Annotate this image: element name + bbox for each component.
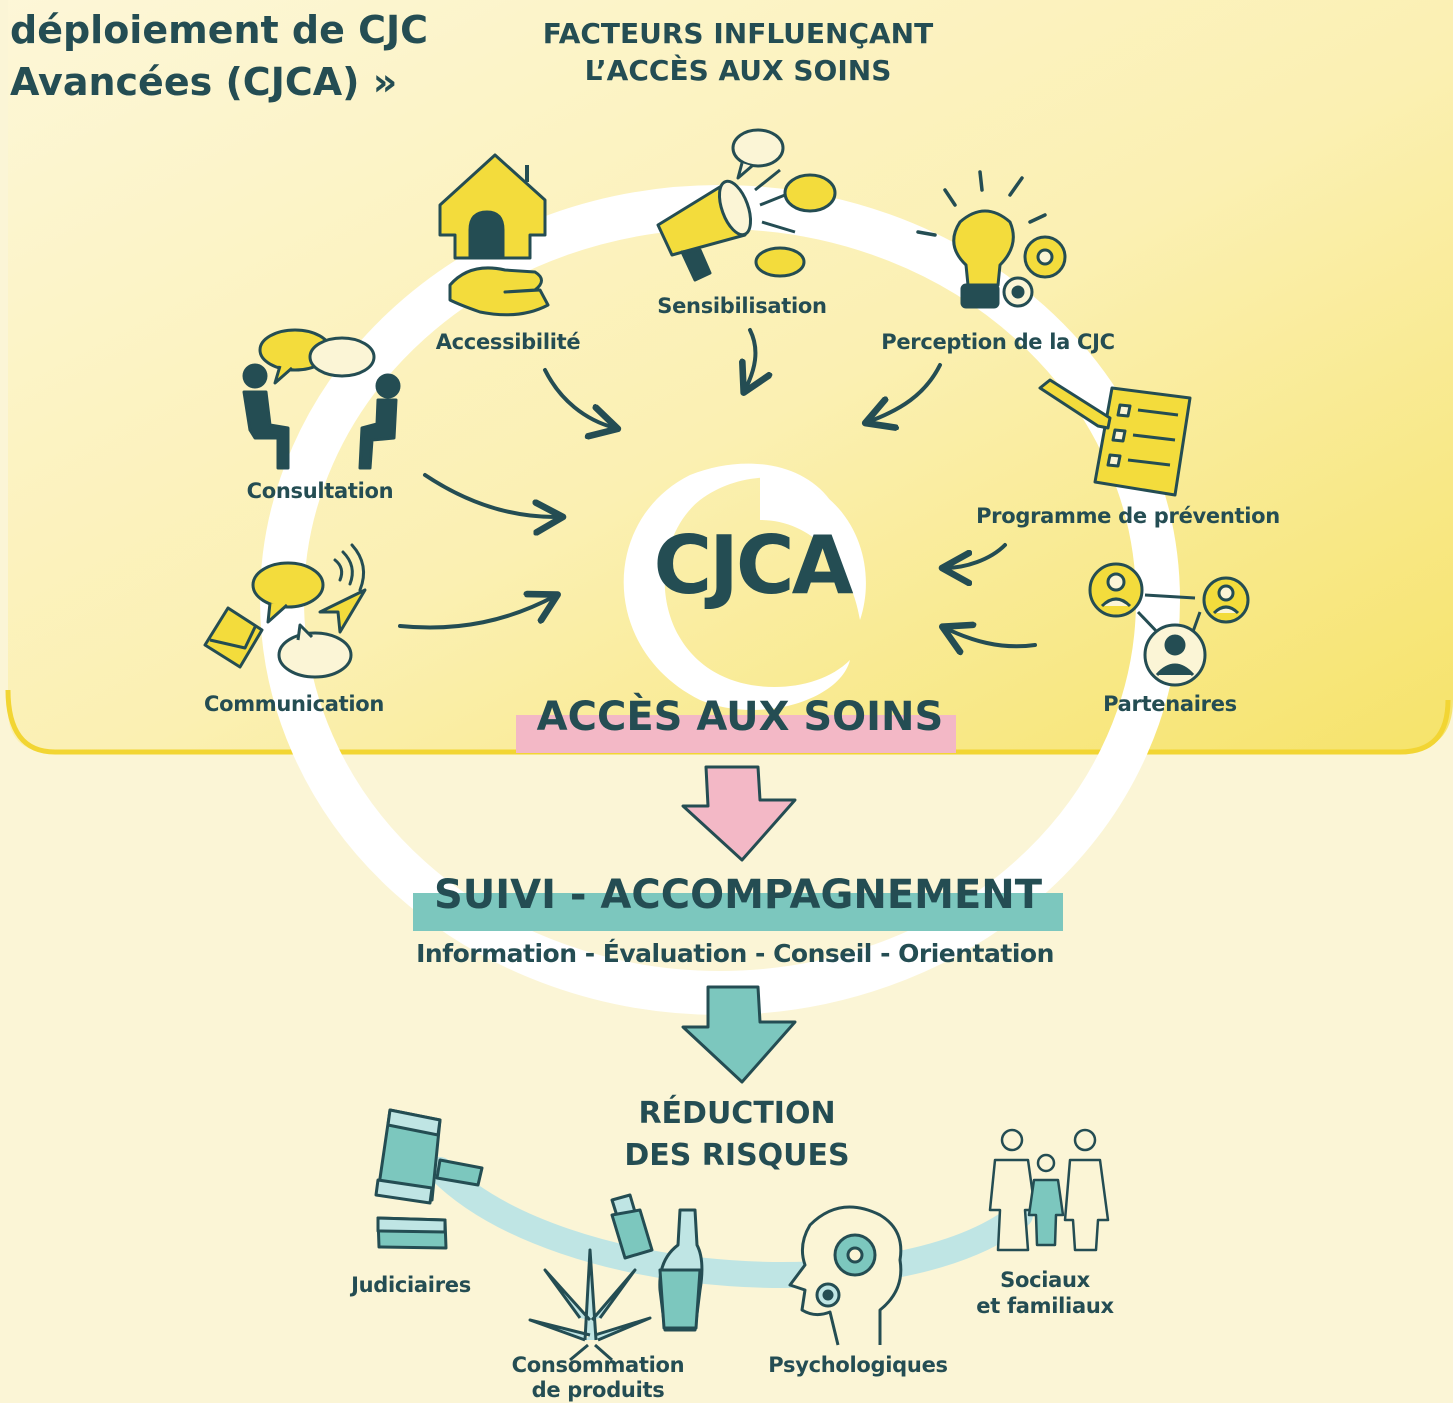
suivi-band	[413, 893, 1063, 931]
arrow-perception	[868, 363, 942, 422]
reduction-line2: DES RISQUES	[624, 1138, 850, 1173]
reduction-line1: RÉDUCTION	[638, 1096, 836, 1131]
house-hand-icon	[438, 153, 550, 317]
factors-title-line2: L’ACCÈS AUX SOINS	[584, 54, 892, 87]
lightbulb-gears-icon	[916, 170, 1067, 309]
label-consommation-2: de produits	[531, 1378, 665, 1402]
arrow-partenaires	[945, 628, 1037, 646]
center-swirl	[623, 463, 866, 711]
cannabis-bottle-icon	[528, 1193, 704, 1362]
header-title-line1: déploiement de CJC	[10, 8, 429, 52]
access-label: ACCÈS AUX SOINS	[536, 694, 944, 740]
teal-down-arrow	[681, 985, 797, 1084]
communication-icon	[203, 543, 367, 679]
arrow-sensibilisation	[745, 328, 755, 390]
factors-title-line1: FACTEURS INFLUENÇANT	[542, 17, 934, 50]
consultation-icon	[242, 328, 401, 470]
header-title-line2: Avancées (CJCA) »	[10, 60, 398, 104]
label-judiciaires: Judiciaires	[351, 1273, 471, 1297]
factors-panel	[8, 0, 1453, 752]
head-gears-icon	[788, 1205, 903, 1346]
arrow-accessibilite	[543, 368, 615, 428]
pink-down-arrow	[681, 765, 797, 862]
label-sensibilisation: Sensibilisation	[657, 294, 827, 318]
arrow-consultation	[423, 473, 560, 517]
influence-arrows	[398, 328, 1037, 646]
gavel-icon	[374, 1108, 484, 1250]
label-communication: Communication	[203, 692, 385, 716]
partners-network-icon	[1088, 562, 1250, 687]
label-perception: Perception de la CJC	[881, 330, 1115, 354]
label-consommation-1: Consommation	[511, 1353, 685, 1377]
arrow-programme	[945, 543, 1007, 568]
label-psychologiques: Psychologiques	[768, 1353, 948, 1377]
suivi-sub: Information - Évaluation - Conseil - Ori…	[416, 939, 1054, 968]
label-consultation: Consultation	[246, 479, 394, 503]
label-sociaux-2: et familiaux	[976, 1294, 1114, 1318]
center-label: CJCA	[653, 519, 853, 612]
label-partenaires: Partenaires	[1103, 692, 1237, 716]
label-accessibilite: Accessibilité	[435, 330, 581, 354]
checklist-pencil-icon	[1038, 378, 1192, 497]
risks-arc	[427, 1157, 1033, 1288]
suivi-label: SUIVI - ACCOMPAGNEMENT	[433, 872, 1043, 918]
arrow-communication	[398, 596, 555, 630]
label-programme: Programme de prévention	[976, 504, 1280, 528]
label-sociaux-1: Sociaux	[1000, 1268, 1090, 1292]
access-band	[516, 715, 956, 753]
family-icon	[988, 1128, 1110, 1252]
megaphone-icon	[656, 128, 837, 282]
